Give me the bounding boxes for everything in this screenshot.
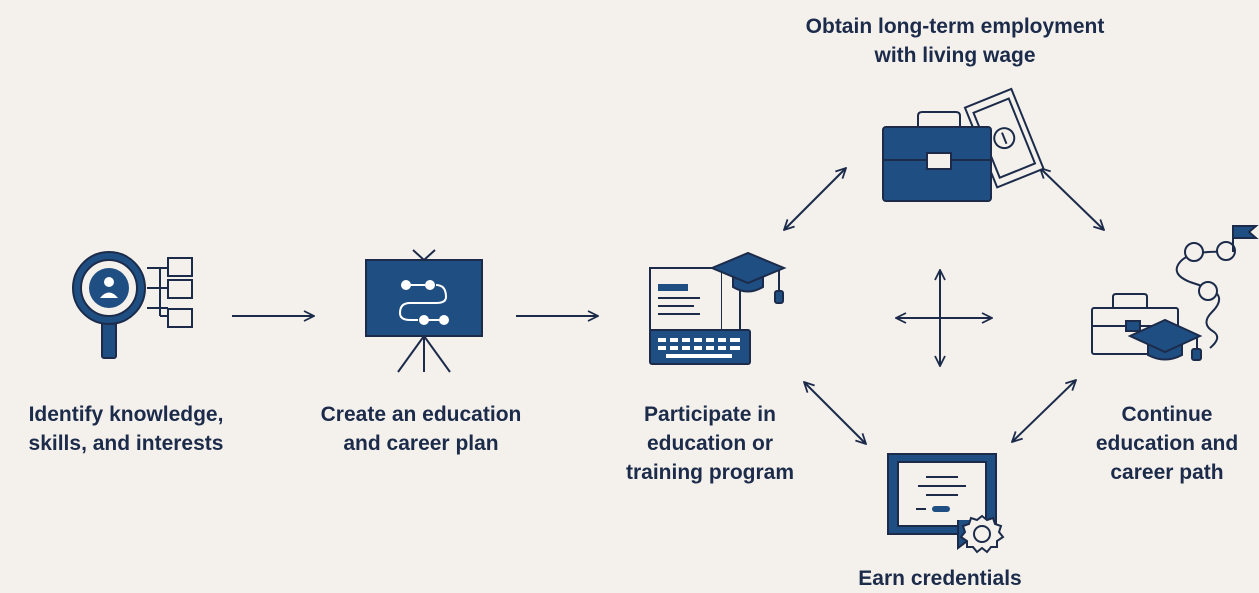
label-create-plan: Create an education and career plan (296, 400, 546, 458)
magnifier-profile-icon (72, 251, 193, 359)
label-line: Identify knowledge, (28, 403, 224, 426)
label-line: Obtain long-term employment (805, 15, 1105, 38)
label-identify-knowledge: Identify knowledge, skills, and interest… (0, 400, 252, 458)
briefcase-cap-path-flag-icon (1091, 225, 1259, 361)
label-continue-education: Continue education and career path (1075, 400, 1259, 487)
label-line: training program (625, 461, 794, 484)
label-line: Participate in (644, 403, 776, 426)
briefcase-money-icon (882, 87, 1045, 202)
label-earn-credentials: Earn credentials (820, 564, 1060, 593)
label-line: with living wage (874, 44, 1036, 67)
label-line: education and (1095, 432, 1239, 455)
label-line: Earn credentials (858, 567, 1022, 590)
label-line: and career plan (343, 432, 499, 455)
arrow-obtain-continue (1040, 168, 1104, 230)
certificate-icon (887, 453, 1005, 554)
arrow-participate-obtain (784, 168, 846, 230)
label-line: skills, and interests (28, 432, 224, 455)
presentation-easel-icon (365, 249, 483, 373)
label-participate: Participate in education or training pro… (590, 400, 830, 487)
label-line: career path (1110, 461, 1224, 484)
label-obtain-employment: Obtain long-term employment with living … (760, 12, 1150, 70)
label-line: Continue (1121, 403, 1213, 426)
arrow-participate-earn (804, 382, 866, 444)
label-line: education or (646, 432, 773, 455)
book-keyboard-graduation-cap-icon (649, 251, 787, 365)
label-line: Create an education (320, 403, 522, 426)
arrow-earn-continue (1012, 380, 1076, 442)
